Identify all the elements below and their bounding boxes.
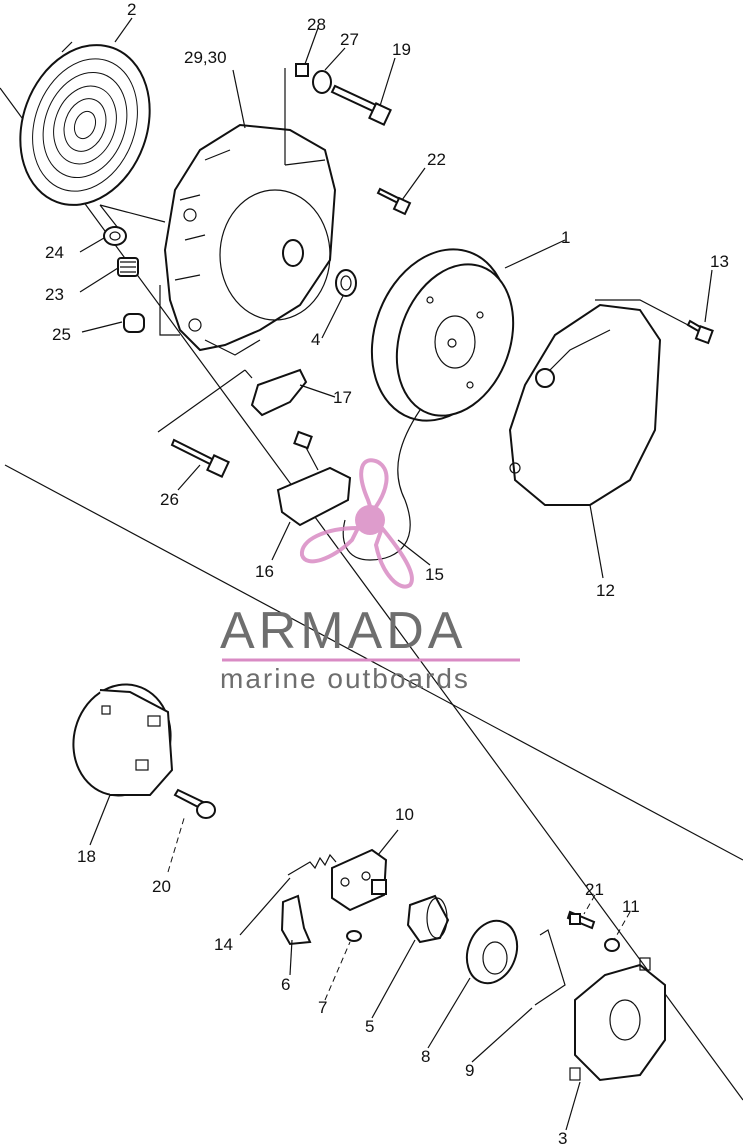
callout-9: 9 — [465, 1061, 474, 1080]
callout-14: 14 — [214, 935, 233, 954]
part-27-washer — [312, 70, 332, 94]
part-18-ring — [72, 683, 174, 797]
part-2-recoil-spring — [19, 41, 151, 206]
part-13-bolt — [686, 319, 714, 345]
part-29-30-starter-housing — [163, 123, 337, 356]
part-16-handle — [276, 430, 352, 527]
part-25-bushing — [123, 313, 145, 333]
part-28-nut — [295, 63, 309, 77]
callout-5: 5 — [365, 1017, 374, 1036]
callout-15: 15 — [425, 565, 444, 584]
callout-11: 11 — [622, 897, 640, 916]
callout-2: 2 — [127, 0, 136, 19]
part-12-cover — [508, 303, 662, 506]
callout-labels: 2 29,30 28 27 19 22 1 13 24 23 25 4 17 2… — [45, 0, 729, 1145]
callout-27: 27 — [340, 30, 359, 49]
callout-22: 22 — [427, 150, 446, 169]
callout-6: 6 — [281, 975, 290, 994]
part-4-seal — [335, 269, 357, 297]
part-3-plate — [569, 957, 666, 1082]
callout-12: 12 — [596, 581, 615, 600]
callout-21: 21 — [585, 880, 604, 899]
callout-8: 8 — [421, 1047, 430, 1066]
brand-name: ARMADA — [220, 602, 466, 660]
part-8-ring — [465, 919, 519, 985]
brand-tagline: marine outboards — [220, 663, 470, 694]
callout-19: 19 — [392, 40, 411, 59]
part-1-pulley — [370, 248, 515, 422]
part-23-plug — [117, 257, 139, 277]
brand-watermark: ARMADA marine outboards — [220, 602, 520, 694]
callout-16: 16 — [255, 562, 274, 581]
part-22-bolt — [376, 187, 412, 216]
part-6-lever — [280, 894, 312, 946]
callout-1: 1 — [561, 228, 570, 247]
callout-25: 25 — [52, 325, 71, 344]
callout-17: 17 — [333, 388, 352, 407]
part-24-washer — [103, 226, 127, 246]
part-14-spring — [287, 853, 337, 876]
part-15-rope — [342, 409, 421, 561]
callout-23: 23 — [45, 285, 64, 304]
part-7-pin — [346, 930, 362, 942]
callout-18: 18 — [77, 847, 96, 866]
lower-leader-lines — [89, 794, 631, 1131]
part-5-drum — [406, 894, 450, 944]
callout-20: 20 — [152, 877, 171, 896]
assembly-axis-line-lower — [4, 464, 743, 861]
part-21-screw — [566, 910, 596, 930]
part-10-bracket — [331, 848, 388, 912]
callout-7: 7 — [318, 998, 327, 1017]
callout-3: 3 — [558, 1129, 567, 1145]
callout-29-30: 29,30 — [184, 48, 227, 67]
brand-propeller-logo — [299, 458, 414, 589]
part-20-screw — [173, 788, 216, 819]
part-9-wire — [534, 929, 566, 1006]
callout-13: 13 — [710, 252, 729, 271]
callout-4: 4 — [311, 330, 320, 349]
part-11-washer — [604, 938, 620, 952]
part-17-pad — [250, 368, 308, 417]
callout-28: 28 — [307, 15, 326, 34]
callout-26: 26 — [160, 490, 179, 509]
callout-10: 10 — [395, 805, 414, 824]
upper-leader-lines — [79, 17, 713, 579]
part-19-bolt — [330, 84, 392, 126]
callout-24: 24 — [45, 243, 64, 262]
part-26-bolt — [170, 438, 230, 478]
